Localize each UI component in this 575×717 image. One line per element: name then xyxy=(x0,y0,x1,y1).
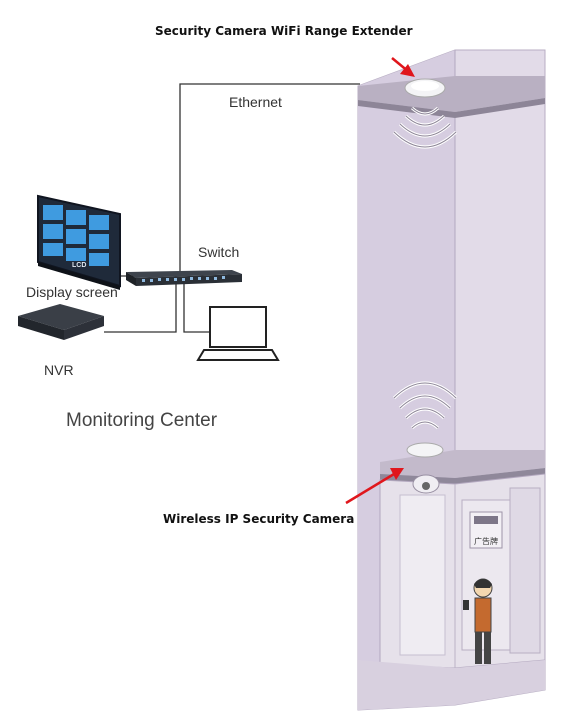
wireless-camera-device xyxy=(406,442,444,494)
network-switch xyxy=(126,270,242,286)
display-screen xyxy=(37,194,121,290)
ethernet-label: Ethernet xyxy=(229,94,282,110)
camera-label: Wireless IP Security Camera xyxy=(163,512,355,526)
switch-label: Switch xyxy=(198,244,240,260)
camera-arrow-icon xyxy=(345,468,404,505)
extender-label: Security Camera WiFi Range Extender xyxy=(155,24,413,38)
monitoring-center-label: Monitoring Center xyxy=(66,410,218,431)
laptop xyxy=(196,306,280,361)
range-extender-device xyxy=(404,78,446,98)
person-figure xyxy=(463,578,493,664)
monitor-badge: LCD xyxy=(72,262,87,269)
ad-sign-label: 广告牌 xyxy=(474,537,498,546)
extender-arrow-icon xyxy=(391,57,415,77)
elevator-shaft xyxy=(357,49,546,711)
display-screen-label: Display screen xyxy=(26,284,118,300)
ethernet-cables xyxy=(104,83,360,333)
nvr-label: NVR xyxy=(44,362,74,378)
nvr-device xyxy=(18,304,104,340)
